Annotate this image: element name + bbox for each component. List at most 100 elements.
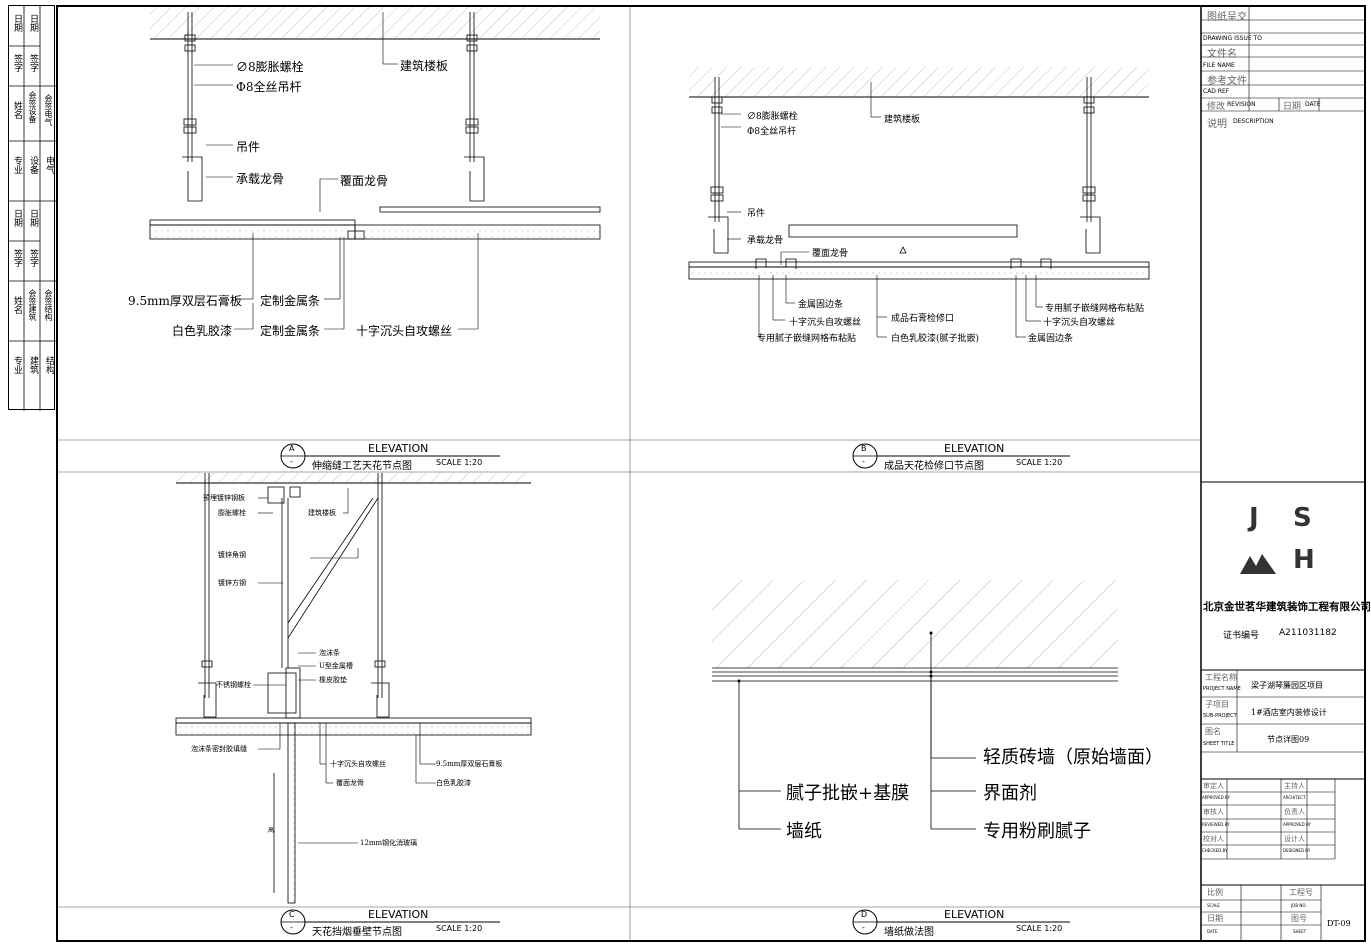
strip-text: 日期 — [28, 14, 38, 32]
title-name: 成品天花检修口节点图 — [884, 461, 984, 472]
title-block: 图纸呈交 DRAWING ISSUE TO 文件名 FILE NAME 参考文件… — [1201, 7, 1371, 940]
strip-text: 会签结构 — [44, 289, 53, 321]
label-rod: Φ8全丝吊杆 — [747, 127, 797, 137]
tb-sub-en: SUB-PROJECT — [1203, 713, 1237, 719]
title-letter-c: C — [289, 910, 295, 919]
tb-sign-cn: 校对人 — [1203, 835, 1224, 843]
tb-job-en: JOB NO. — [1291, 903, 1307, 908]
label-glass: 12mm钢化消玻璃 — [360, 839, 418, 847]
tb-project-en: PROJECT NAME — [1203, 686, 1241, 692]
label-ss-bolt: 不锈钢螺栓 — [216, 681, 251, 689]
tb-file-en: FILE NAME — [1203, 62, 1235, 69]
label-foam: 泡沫条 — [319, 649, 340, 657]
label-cover-keel: 覆面龙骨 — [812, 249, 849, 259]
tb-sign-en: APPROVED BY — [1202, 795, 1231, 800]
logo-letter-h: H — [1293, 545, 1315, 575]
label-latex: 白色乳胶漆 — [436, 779, 471, 787]
label-angle: 镀锌角钢 — [218, 551, 246, 559]
label-dim: 高 — [268, 827, 275, 834]
tb-date-en: DATE — [1305, 101, 1321, 108]
strip-text: 专业 — [12, 356, 22, 374]
label-special-putty: 专用粉刷腻子 — [983, 821, 1091, 842]
label-rod: Φ8全丝吊杆 — [236, 80, 302, 94]
tb-sheet: 节点详图09 — [1267, 735, 1310, 744]
tb-scale-cn: 比例 — [1207, 888, 1223, 897]
panel-a-drawing: ∅8膨胀螺栓 Φ8全丝吊杆 建筑楼板 吊件 承载龙骨 覆面龙骨 9.5mm厚双层… — [58, 7, 630, 440]
label-rubber: 橡皮胶垫 — [319, 676, 347, 684]
label-cover-keel: 覆面龙骨 — [340, 174, 389, 188]
title-name: 天花挡烟垂壁节点图 — [312, 927, 402, 938]
title-elevation: ELEVATION — [944, 442, 1005, 455]
tb-sign-r-en: ARCHITECT — [1283, 795, 1306, 800]
strip-text: 电气 — [44, 156, 54, 174]
label-wall: 轻质砖墙（原始墙面） — [983, 747, 1163, 768]
logo-letter-s: S — [1293, 503, 1312, 533]
label-bolt: ∅8膨胀螺栓 — [747, 112, 798, 122]
tb-sheet-cn: 图名 — [1205, 727, 1221, 736]
label-bolt: 膨胀螺栓 — [218, 509, 246, 517]
label-putty: 腻子批嵌+基膜 — [786, 783, 910, 804]
title-dash: - — [290, 457, 293, 466]
label-gypsum: 9.5mm厚双层石膏板 — [436, 760, 503, 768]
cert-number: A211031182 — [1279, 628, 1337, 638]
strip-text: 签字 — [28, 249, 38, 267]
label-screw: 十字沉头自攻螺丝 — [356, 324, 453, 338]
tb-sign-r-cn: 负责人 — [1284, 808, 1305, 816]
tb-sign-r-en: APPROVED BY — [1283, 822, 1312, 827]
title-elevation: ELEVATION — [368, 442, 429, 455]
label-wallpaper: 墙纸 — [786, 821, 822, 842]
title-letter-a: A — [289, 444, 295, 453]
label-slab: 建筑楼板 — [400, 59, 449, 73]
tb-scale-en: SCALE — [1207, 903, 1220, 908]
title-scale: SCALE 1:20 — [436, 458, 483, 467]
tb-project-cn: 工程名称 — [1205, 673, 1237, 682]
tb-sub: 1#酒店室内装修设计 — [1251, 708, 1327, 717]
cert-label: 证书编号 — [1223, 631, 1260, 641]
title-dash: - — [862, 923, 865, 932]
tb-sub-cn: 子项目 — [1205, 700, 1229, 709]
label-edge-strip: 金属固边条 — [798, 300, 844, 310]
tb-ref-en: CAD REF — [1203, 88, 1230, 95]
label-screw: 十字沉头自攻螺丝 — [330, 760, 386, 768]
logo-letter-j: J — [1249, 503, 1259, 533]
title-bar-b: B - ELEVATION 成品天花检修口节点图 SCALE 1:20 — [850, 442, 1070, 472]
title-dash: - — [290, 923, 293, 932]
label-main-keel: 承载龙骨 — [236, 172, 285, 186]
tb-date-cn: 日期 — [1283, 102, 1302, 112]
label-mesh: 专用腻子嵌缝网格布粘贴 — [757, 334, 857, 344]
strip-text: 签字 — [12, 54, 22, 72]
label-hanger: 吊件 — [747, 209, 766, 219]
strip-text: 日期 — [12, 14, 22, 32]
strip-text: 日期 — [28, 209, 38, 227]
label-screw-right: 十字沉头自攻螺丝 — [1043, 318, 1116, 328]
strip-text: 会签建筑 — [28, 289, 37, 321]
tb-sheet-number: DT-09 — [1327, 919, 1351, 928]
label-seal: 泡沫条密封胶填缝 — [191, 745, 247, 753]
title-scale: SCALE 1:20 — [1016, 924, 1063, 933]
tb-sign-r-en: DESIGNED BY — [1283, 848, 1311, 853]
title-letter-d: D — [861, 910, 868, 919]
panel-d-drawing: 轻质砖墙（原始墙面） 腻子批嵌+基膜 界面剂 墙纸 专用粉刷腻子 — [631, 473, 1201, 906]
strip-text: 姓名 — [12, 296, 22, 314]
strip-text: 会签电气 — [44, 94, 53, 126]
label-gypsum: 9.5mm厚双层石膏板 — [128, 294, 242, 308]
tb-ref-cn: 参考文件 — [1207, 76, 1247, 87]
title-letter-b: B — [861, 444, 867, 453]
title-name: 墙纸做法图 — [884, 927, 934, 938]
title-elevation: ELEVATION — [368, 908, 429, 921]
label-edge-right: 金属固边条 — [1028, 334, 1074, 344]
tb-date2-cn: 日期 — [1207, 914, 1223, 923]
label-plate: 预埋镀锌钢板 — [203, 494, 245, 502]
label-latex: 白色乳胶漆 — [172, 324, 233, 338]
strip-text: 日期 — [12, 209, 22, 227]
strip-text: 建筑 — [28, 356, 38, 374]
strip-text: 设备 — [28, 156, 38, 174]
label-square: 镀锌方钢 — [218, 579, 246, 587]
tb-sign-en: REVIEWED BY — [1202, 822, 1230, 827]
label-slab: 建筑楼板 — [884, 115, 921, 125]
company-name: 北京金世茗华建筑装饰工程有限公司 — [1203, 601, 1371, 613]
drawing-frame — [56, 5, 1366, 942]
label-metal-strip-2: 定制金属条 — [260, 324, 321, 338]
strip-text: 专业 — [12, 156, 22, 174]
